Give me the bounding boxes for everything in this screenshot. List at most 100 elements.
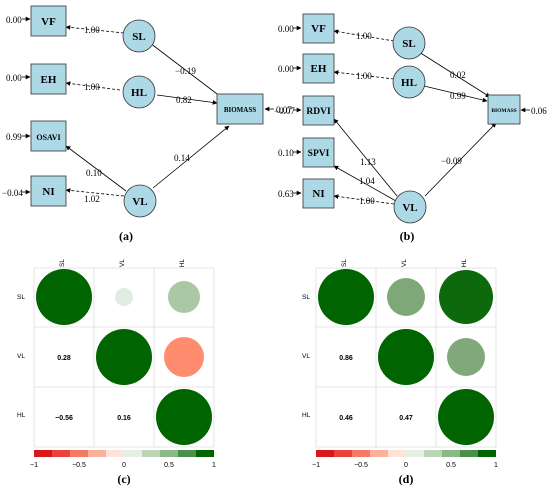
path-coefficient: −0.09 xyxy=(441,156,462,166)
latent-label: VL xyxy=(402,202,417,214)
loading-value: 0.10 xyxy=(86,168,102,178)
path-coefficient: 0.02 xyxy=(450,70,466,80)
row-header: VL xyxy=(17,353,25,360)
observed-box-ni xyxy=(302,178,335,209)
correlation-plot-d: SL VL HL SL VL HL 0.86 0.46 0.47 xyxy=(302,258,498,486)
observed-box-osavi xyxy=(30,120,67,152)
corr-circle-vl-hl xyxy=(447,338,485,376)
path-arrow xyxy=(423,85,488,103)
residual-value: 0.06 xyxy=(531,106,547,116)
colorbar-tick: −1 xyxy=(30,462,38,469)
colorbar-tick: −1 xyxy=(312,462,320,469)
colorbar-tick: −0.5 xyxy=(72,462,86,469)
loading-arrow xyxy=(65,81,121,91)
loading-value: 1.00 xyxy=(84,25,100,35)
observed-label: VF xyxy=(41,16,56,28)
residual-value: 0.00 xyxy=(6,15,22,25)
observed-box-ni xyxy=(30,175,67,207)
sem-diagram-b: VF EH RDVI SPVI NI 0.00 0.00 −0.07 0.10 … xyxy=(274,13,547,243)
observed-box-eh xyxy=(302,53,335,84)
corr-value: 0.16 xyxy=(117,415,131,422)
residual-value: 0.00 xyxy=(278,64,294,74)
colorbar-tick: 0 xyxy=(122,462,126,469)
path-coefficient: 0.99 xyxy=(450,91,466,101)
latent-node-hl xyxy=(392,65,426,99)
latent-node-hl xyxy=(122,75,156,109)
corr-value: −0.56 xyxy=(55,415,73,422)
colorbar-tick: 1 xyxy=(212,462,216,469)
row-header: SL xyxy=(302,294,310,301)
column-header: SL xyxy=(59,259,66,267)
observed-box-eh xyxy=(30,63,67,95)
residual-value: 0.00 xyxy=(6,73,22,83)
colorbar-tick: −0.5 xyxy=(354,462,368,469)
residual-value: 0.10 xyxy=(278,148,294,158)
corr-circle-hl-hl xyxy=(156,389,212,445)
path-arrow xyxy=(152,125,230,189)
observed-label: SPVI xyxy=(308,149,330,159)
row-header: HL xyxy=(17,412,26,419)
residual-value: −0.07 xyxy=(274,106,295,116)
loading-arrow xyxy=(333,29,395,42)
corr-circle-sl-vl xyxy=(115,288,133,306)
path-arrow xyxy=(156,94,218,105)
target-label: BIOMASS xyxy=(491,108,516,114)
path-coefficient: 0.82 xyxy=(176,95,192,105)
panel-caption: (d) xyxy=(399,472,414,486)
colorbar xyxy=(316,450,496,457)
observed-label: NI xyxy=(42,186,54,198)
observed-label: OSAVI xyxy=(36,133,60,142)
path-coefficient: 0.14 xyxy=(174,153,190,163)
corr-circle-hl-hl xyxy=(438,389,494,445)
observed-label: NI xyxy=(312,188,324,200)
loading-value: 1.00 xyxy=(356,31,372,41)
panel-caption: (c) xyxy=(117,472,130,486)
loading-value: 1.00 xyxy=(356,71,372,81)
latent-label: HL xyxy=(401,77,417,89)
path-coefficient: −0.19 xyxy=(175,66,196,76)
corr-value: 0.46 xyxy=(339,415,353,422)
grid xyxy=(33,267,215,448)
loading-value: 1.00 xyxy=(359,196,375,206)
grid xyxy=(315,267,497,448)
corr-circle-vl-vl xyxy=(378,329,434,385)
loading-arrow xyxy=(333,70,395,80)
sem-diagram-a: VF EH OSAVI NI 0.00 0.00 0.99 −0.04 SL H… xyxy=(2,5,292,243)
colorbar xyxy=(34,450,214,457)
observed-label: VF xyxy=(311,23,326,35)
column-header: HL xyxy=(179,258,186,267)
column-header: HL xyxy=(461,258,468,267)
latent-label: VL xyxy=(132,196,147,208)
panel-caption: (a) xyxy=(119,229,133,243)
target-box-biomass xyxy=(487,94,521,125)
residual-value: 0.07 xyxy=(276,105,292,115)
observed-label: RDVI xyxy=(306,107,331,117)
colorbar-tick: 1 xyxy=(494,462,498,469)
observed-box-rdvi xyxy=(302,95,335,126)
residual-value: 0.99 xyxy=(6,132,22,142)
correlation-plot-c: SL VL HL SL VL HL 0.28 −0.56 0.16 xyxy=(17,258,216,486)
target-box-biomass xyxy=(216,93,264,125)
observed-box-vf xyxy=(30,5,67,37)
latent-label: SL xyxy=(402,38,415,50)
loading-arrow xyxy=(65,145,127,192)
row-header: SL xyxy=(17,294,25,301)
colorbar-tick: 0 xyxy=(404,462,408,469)
observed-box-spvi xyxy=(302,137,335,168)
loading-arrow xyxy=(333,165,397,202)
corr-circle-vl-vl xyxy=(96,329,152,385)
loading-value: 1.13 xyxy=(360,157,376,167)
row-header: VL xyxy=(302,353,310,360)
loading-arrow xyxy=(333,118,398,197)
loading-arrow xyxy=(333,194,395,205)
path-arrow xyxy=(149,42,226,101)
corr-circle-vl-hl xyxy=(164,337,204,377)
latent-node-vl xyxy=(393,190,427,224)
corr-circle-sl-hl xyxy=(168,281,200,313)
row-header: HL xyxy=(302,412,311,419)
colorbar-tick: 0.5 xyxy=(446,462,456,469)
latent-node-sl xyxy=(392,26,426,60)
colorbar-tick: 0.5 xyxy=(164,462,174,469)
target-label: BIOMASS xyxy=(224,106,256,114)
loading-value: 1.04 xyxy=(359,176,375,186)
